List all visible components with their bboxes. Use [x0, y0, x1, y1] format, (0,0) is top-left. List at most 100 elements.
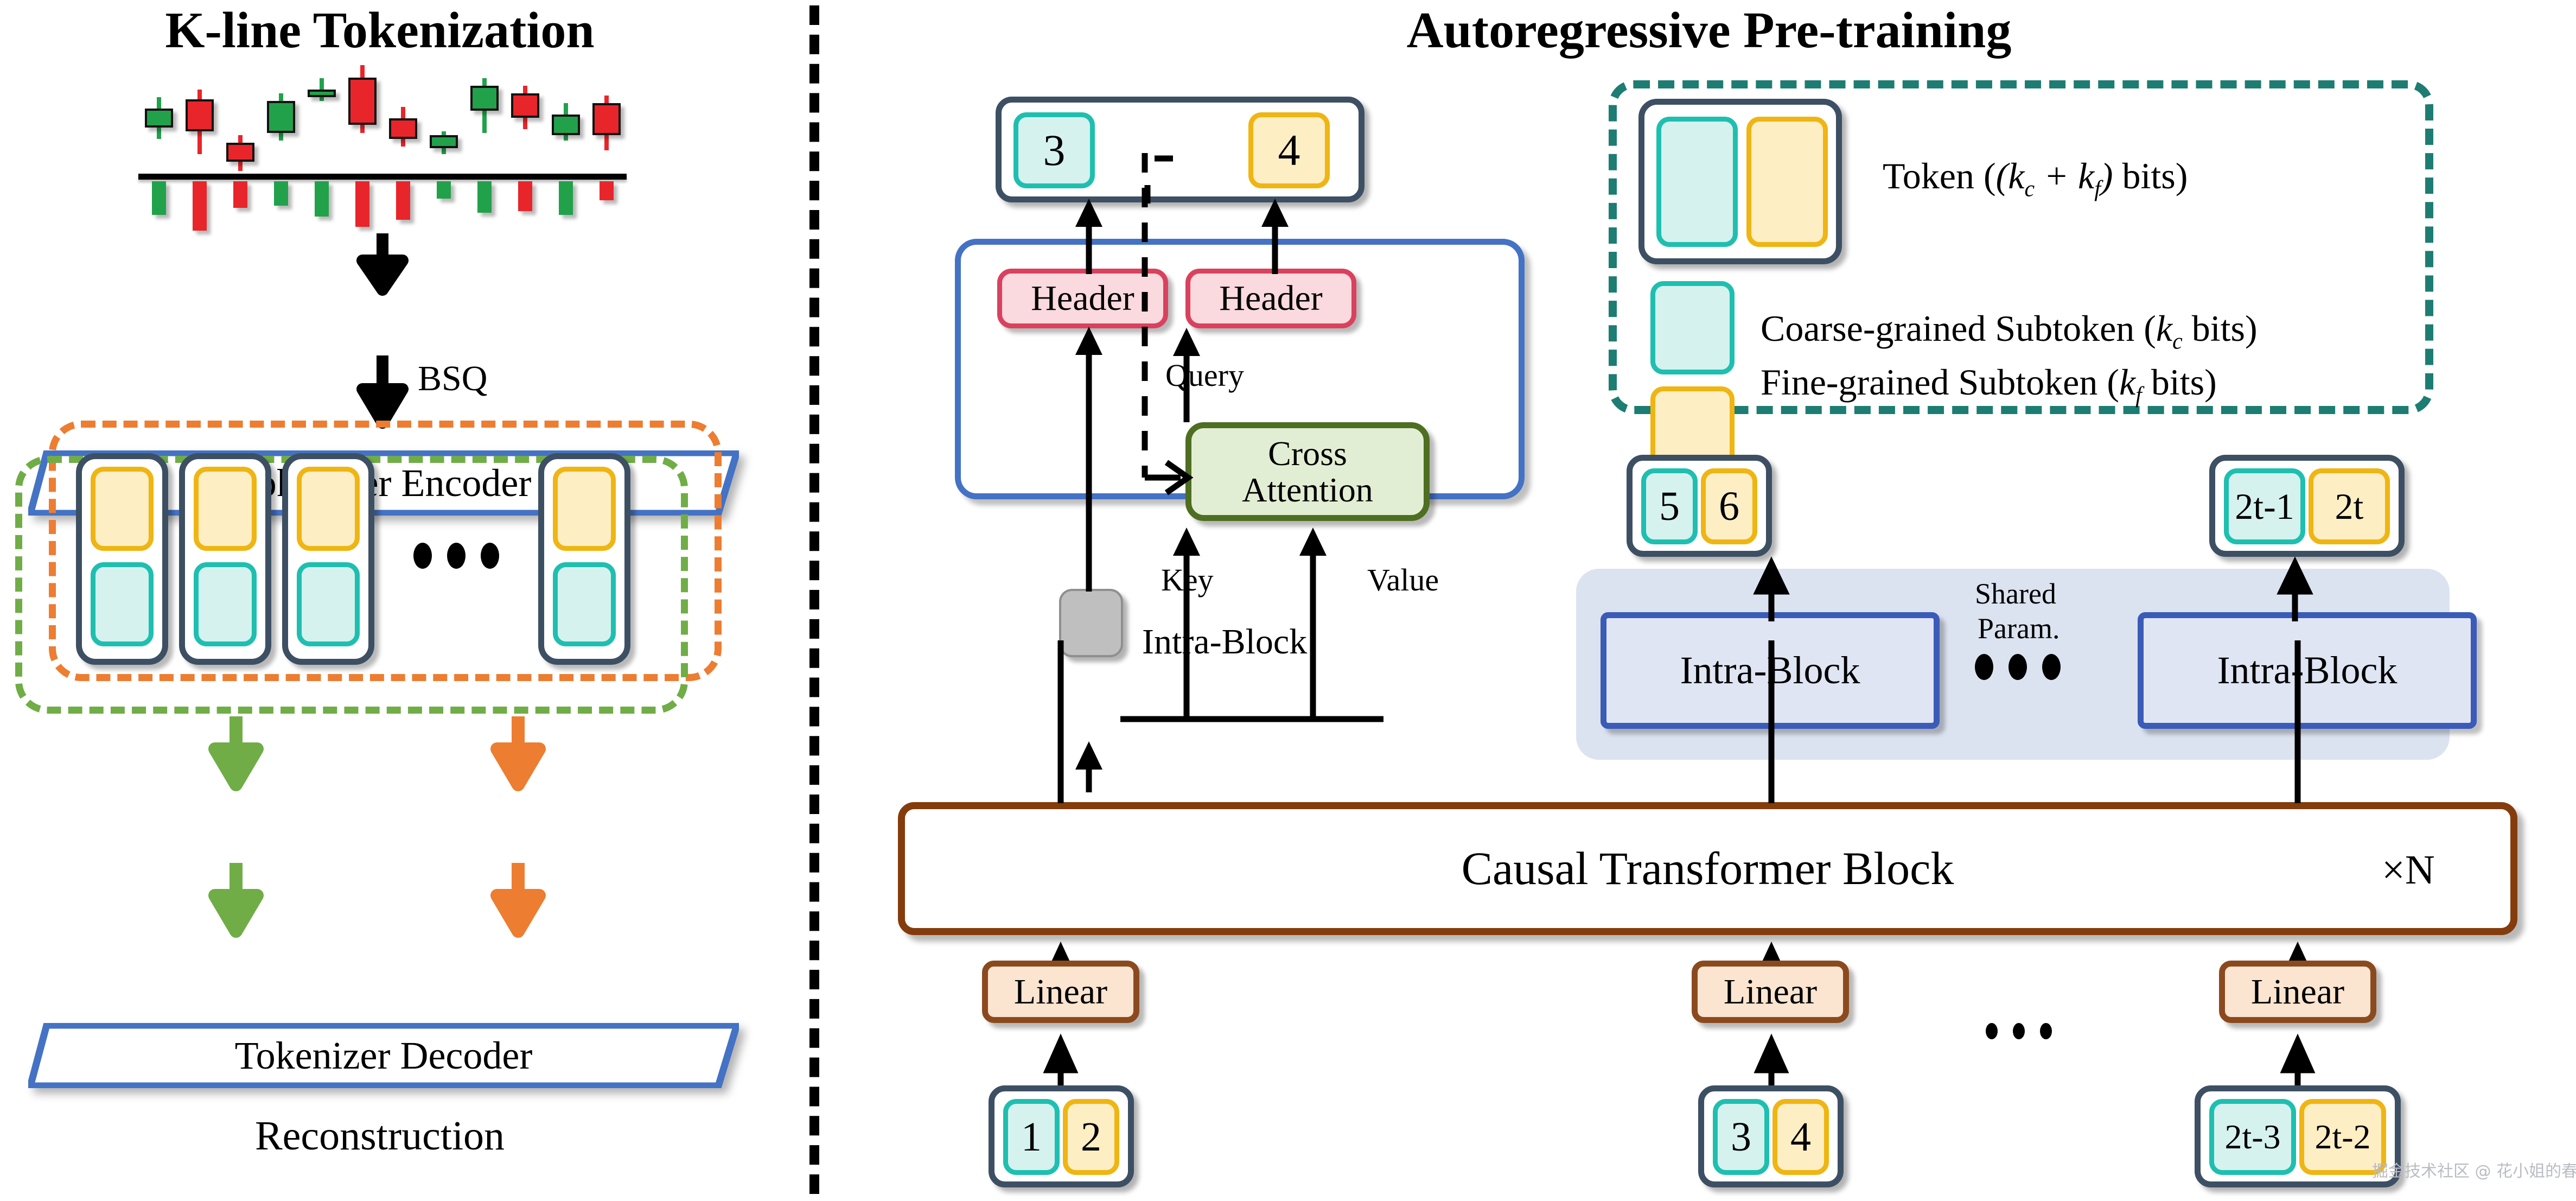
intra-block-detail-label: Intra-Block: [1142, 622, 1308, 662]
fine-subtoken-icon: [1746, 117, 1828, 247]
volume-bar: [233, 181, 247, 208]
coarse-subtoken-1: 1: [1003, 1099, 1060, 1175]
fine-subtoken-6: 6: [1701, 468, 1757, 544]
input-kline-chart: [138, 62, 627, 231]
arrow-fine-to-decoder: [490, 716, 546, 791]
fine-subtoken-2t: 2t: [2309, 468, 2390, 544]
fine-subtoken: [553, 467, 616, 551]
header-block-fine[interactable]: Header: [1185, 269, 1356, 328]
causal-transformer-block[interactable]: Causal Transformer Block: [898, 802, 2517, 935]
fine-subtoken-4: 4: [1248, 112, 1330, 188]
candlestick: [348, 62, 377, 174]
candlestick: [144, 62, 173, 174]
coarse-subtoken-3: 3: [1013, 112, 1095, 188]
volume-bar: [314, 181, 329, 217]
candlestick: [388, 62, 417, 174]
token-ellipsis: [413, 543, 499, 569]
causal-transformer-label: Causal Transformer Block: [1461, 842, 1954, 895]
candlestick: [185, 62, 214, 174]
volume-bar: [558, 181, 573, 215]
output-token-5-6[interactable]: 5 6: [1627, 455, 1772, 557]
coarse-subtoken-2t-1: 2t-1: [2224, 468, 2305, 544]
candlestick: [551, 62, 580, 174]
fine-subtoken: [91, 467, 154, 551]
volume-bar: [518, 181, 532, 212]
arrow-chart-to-encoder: [356, 233, 409, 296]
query-dashed-arrow: [1142, 153, 1194, 495]
input-token-3-4[interactable]: 3 4: [1698, 1085, 1844, 1187]
legend-token-icon: [1638, 99, 1842, 264]
output-token-2t1-2t[interactable]: 2t-1 2t: [2209, 455, 2405, 557]
volume-bar: [355, 181, 369, 227]
volume-bar: [396, 181, 410, 220]
fine-group-dashed-box: [49, 421, 722, 681]
coarse-subtoken: [297, 562, 360, 646]
watermark: 掘金技术社区 @ 花小姐的春天: [2372, 1162, 2576, 1181]
token-stack-3[interactable]: [282, 453, 374, 665]
baseline: [138, 174, 627, 180]
cross-attention-line1: Cross: [1268, 434, 1347, 473]
shared-param-label-line1: Shared: [1975, 577, 2056, 610]
token-stack-1[interactable]: [76, 453, 168, 665]
fine-subtoken-4-input: 4: [1772, 1099, 1829, 1175]
token-stack-n[interactable]: [538, 453, 630, 665]
legend-coarse-icon: [1650, 281, 1735, 374]
intra-output-token[interactable]: 3 4: [996, 97, 1364, 202]
fine-subtoken: [194, 467, 257, 551]
volume-bar: [151, 181, 166, 215]
linear-block-2[interactable]: Linear: [1692, 961, 1849, 1023]
bsq-label: BSQ: [418, 359, 488, 398]
right-panel-title: Autoregressive Pre-training: [1406, 2, 2012, 59]
volume-bar: [273, 181, 288, 206]
arrow-decoder-to-recon-left: [208, 863, 264, 938]
volume-bar: [477, 181, 492, 213]
intra-block-right[interactable]: Intra-Block: [2138, 612, 2477, 729]
arrow-decoder-to-recon-right: [490, 863, 546, 938]
fine-subtoken-2t-2: 2t-2: [2299, 1099, 2386, 1175]
linear-row-ellipsis: [1986, 1023, 2052, 1039]
coarse-subtoken-5: 5: [1641, 468, 1698, 544]
coarse-subtoken: [91, 562, 154, 646]
legend-box: [1609, 80, 2433, 414]
tokenizer-decoder-label: Tokenizer Decoder: [234, 1033, 533, 1077]
candlestick: [470, 62, 499, 174]
coarse-subtoken-3-input: 3: [1713, 1099, 1769, 1175]
candlestick: [266, 62, 295, 174]
candlestick: [592, 62, 621, 174]
panel-divider: [809, 5, 819, 1194]
candlestick: [307, 62, 336, 174]
legend-label-token: Token ((kc + kf) bits): [1883, 155, 2188, 202]
reconstruction-label: Reconstruction: [254, 1113, 505, 1159]
linear-block-3[interactable]: Linear: [2219, 961, 2376, 1023]
token-stack-2[interactable]: [179, 453, 271, 665]
linear-block-1[interactable]: Linear: [982, 961, 1139, 1023]
legend-label-coarse: Coarse-grained Subtoken (kc bits): [1761, 308, 2258, 354]
volume-bar: [192, 181, 207, 231]
fine-subtoken-2: 2: [1063, 1099, 1119, 1175]
candlestick: [511, 62, 539, 174]
candlestick: [226, 62, 254, 174]
query-label: Query: [1165, 358, 1244, 393]
left-panel-title: K-line Tokenization: [165, 2, 595, 59]
shared-param-ellipsis: [1975, 654, 2061, 680]
volume-bar: [599, 181, 614, 201]
input-token-1-2[interactable]: 1 2: [989, 1085, 1134, 1187]
candlestick: [429, 62, 458, 174]
header-block-coarse[interactable]: Header: [997, 269, 1168, 328]
coarse-subtoken-icon: [1656, 117, 1738, 247]
arrows-causal-up: [1057, 640, 2301, 803]
arrow-encoder-to-tokens: [356, 355, 409, 429]
arrows-intrablock-to-outputs: [1753, 556, 2313, 621]
tokenizer-decoder-block[interactable]: Tokenizer Decoder: [28, 1023, 739, 1088]
causal-transformer-repeat: ×N: [2382, 847, 2435, 893]
input-token-2t3-2t2[interactable]: 2t-3 2t-2: [2195, 1085, 2401, 1187]
intra-detail-connectors: [1075, 155, 1383, 792]
cross-attention-block[interactable]: Cross Attention: [1185, 422, 1430, 521]
value-label: Value: [1367, 562, 1439, 598]
legend-label-fine: Fine-grained Subtoken (kf bits): [1761, 361, 2217, 408]
coarse-subtoken-2t-3: 2t-3: [2209, 1099, 2296, 1175]
coarse-subtoken: [194, 562, 257, 646]
shared-param-label-line2: Param.: [1978, 612, 2060, 645]
volume-bar: [436, 181, 451, 199]
